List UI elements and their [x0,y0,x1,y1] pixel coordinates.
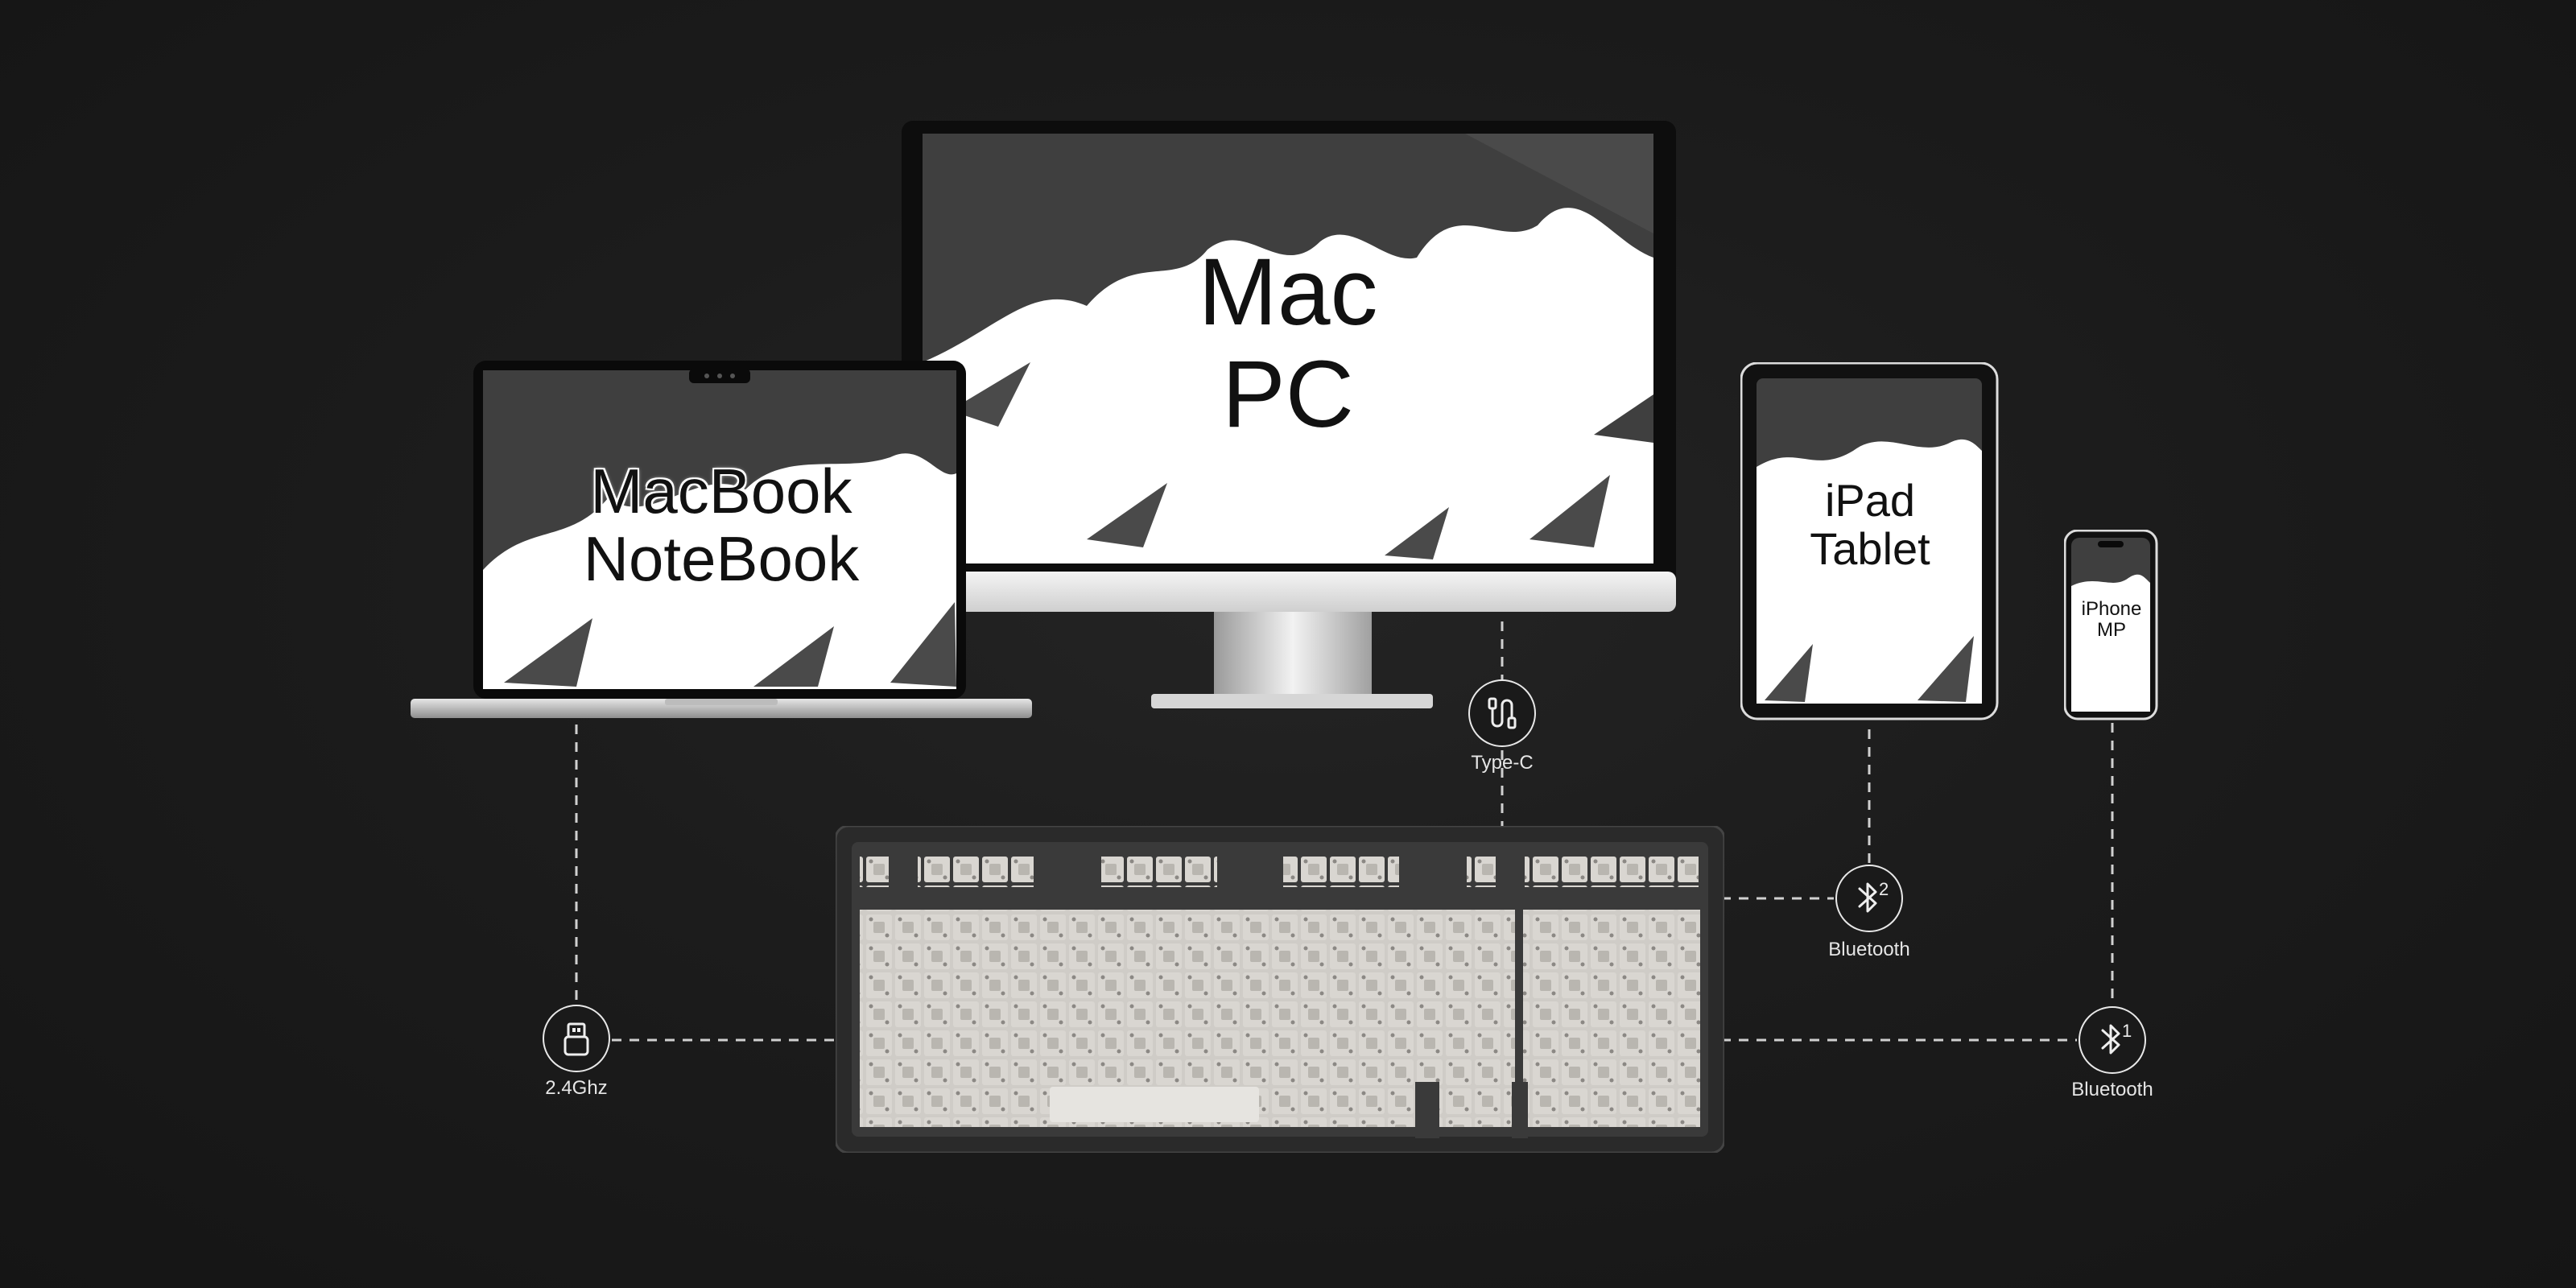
phone [2064,530,2158,720]
bluetooth-channel-badge: 1 [2122,1021,2132,1041]
tablet-screen-label: iPad Tablet [1749,475,1991,575]
phone-label-line1: iPhone [2081,598,2142,620]
bluetooth-2-label: Bluetooth [1828,939,1910,960]
tablet-label-line2: Tablet [1810,523,1930,575]
laptop [411,361,1032,718]
tablet-label-line1: iPad [1824,475,1916,526]
phone-screen-label: iPhone MP [2064,599,2159,641]
desktop-label-line1: Mac [1198,239,1378,345]
desktop-screen-label: Mac PC [1127,239,1449,448]
bluetooth-1-label: Bluetooth [2071,1079,2153,1100]
bluetooth-icon: 1 [2079,1006,2146,1074]
laptop-label-line2: NoteBook [583,523,860,595]
phone-label-line2: MP [2097,618,2126,641]
type-c-label: Type-C [1471,752,1534,774]
laptop-label-line1: MacBook [590,456,852,526]
tablet [1740,362,1999,720]
bluetooth-icon: 2 [1835,865,1903,932]
bluetooth-channel-badge: 2 [1879,879,1889,899]
usb-dongle-icon [543,1005,610,1072]
desktop-monitor [902,121,1676,708]
laptop-screen-label: MacBook NoteBook [560,456,882,595]
keyboard [836,826,1724,1153]
usb-cable-icon [1468,679,1536,747]
desktop-label-line2: PC [1222,341,1354,448]
dongle-label: 2.4Ghz [545,1077,608,1099]
